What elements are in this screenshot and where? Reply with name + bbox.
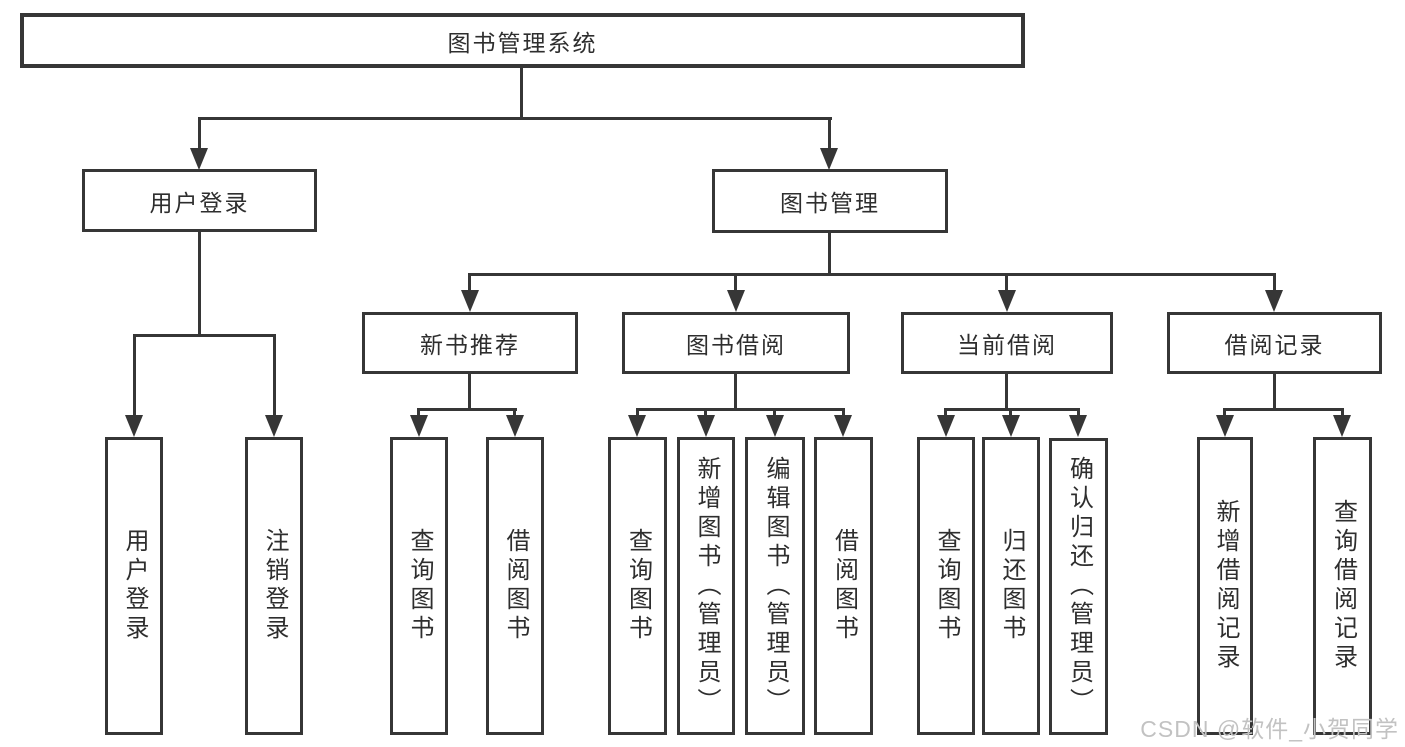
connector-line bbox=[198, 232, 201, 337]
connector-line bbox=[828, 233, 831, 276]
connector-line bbox=[944, 408, 1080, 411]
node-library-management-system: 图书管理系统 bbox=[20, 13, 1025, 68]
leaf-borrow-books-recommend: 借阅图书 bbox=[486, 437, 544, 735]
leaf-query-borrow-record: 查询借阅记录 bbox=[1313, 437, 1372, 735]
node-label: 新书推荐 bbox=[420, 332, 520, 358]
node-book-borrow: 图书借阅 bbox=[622, 312, 850, 374]
node-current-borrow: 当前借阅 bbox=[901, 312, 1113, 374]
connector-line bbox=[1341, 408, 1344, 416]
leaf-edit-books-admin: 编辑图书（管理员） bbox=[745, 437, 805, 735]
connector-line bbox=[1005, 374, 1008, 411]
arrow-down-icon bbox=[265, 415, 283, 437]
arrow-down-icon bbox=[998, 290, 1016, 312]
arrow-down-icon bbox=[1216, 415, 1234, 437]
connector-line bbox=[520, 68, 523, 119]
arrow-down-icon bbox=[410, 415, 428, 437]
leaf-add-books-admin: 新增图书（管理员） bbox=[677, 437, 735, 735]
connector-line bbox=[133, 334, 276, 337]
connector-line bbox=[1005, 273, 1008, 291]
leaf-label: 归还图书 bbox=[997, 528, 1025, 644]
arrow-down-icon bbox=[1002, 415, 1020, 437]
leaf-logout: 注销登录 bbox=[245, 437, 303, 735]
leaf-label: 确认归还（管理员） bbox=[1065, 456, 1093, 717]
connector-line bbox=[417, 408, 517, 411]
connector-line bbox=[1009, 408, 1012, 416]
node-label: 图书借阅 bbox=[686, 332, 786, 358]
leaf-label: 用户登录 bbox=[120, 528, 148, 644]
node-label: 图书管理 bbox=[780, 190, 880, 216]
connector-line bbox=[773, 408, 776, 416]
arrow-down-icon bbox=[834, 415, 852, 437]
connector-line bbox=[468, 273, 1276, 276]
connector-line bbox=[1223, 408, 1343, 411]
leaf-label: 借阅图书 bbox=[830, 528, 858, 644]
node-new-book-recommend: 新书推荐 bbox=[362, 312, 578, 374]
connector-line bbox=[1223, 408, 1226, 416]
connector-line bbox=[944, 408, 947, 416]
arrow-down-icon bbox=[506, 415, 524, 437]
arrow-down-icon bbox=[461, 290, 479, 312]
leaf-confirm-return-admin: 确认归还（管理员） bbox=[1049, 438, 1108, 735]
node-label: 用户登录 bbox=[149, 189, 250, 216]
connector-line bbox=[842, 408, 845, 416]
arrow-down-icon bbox=[727, 290, 745, 312]
connector-line bbox=[198, 117, 832, 120]
connector-line bbox=[734, 273, 737, 291]
arrow-down-icon bbox=[697, 415, 715, 437]
connector-line bbox=[468, 374, 471, 411]
node-user-login: 用户登录 bbox=[82, 169, 317, 232]
connector-line bbox=[1077, 408, 1080, 416]
leaf-label: 注销登录 bbox=[260, 528, 288, 644]
connector-line bbox=[704, 408, 707, 416]
leaf-label: 查询借阅记录 bbox=[1329, 499, 1357, 673]
connector-line bbox=[273, 334, 276, 416]
node-book-management: 图书管理 bbox=[712, 169, 948, 233]
leaf-label: 查询图书 bbox=[624, 528, 652, 644]
connector-line bbox=[1273, 273, 1276, 291]
connector-line bbox=[468, 273, 471, 291]
connector-line bbox=[417, 408, 420, 416]
arrow-down-icon bbox=[1069, 415, 1087, 437]
csdn-watermark: CSDN @软件_小贺同学 bbox=[1140, 716, 1399, 742]
connector-line bbox=[513, 408, 516, 416]
leaf-label: 借阅图书 bbox=[501, 528, 529, 644]
arrow-down-icon bbox=[766, 415, 784, 437]
leaf-add-borrow-record: 新增借阅记录 bbox=[1197, 437, 1253, 735]
leaf-label: 新增图书（管理员） bbox=[692, 455, 720, 717]
connector-line bbox=[133, 334, 136, 416]
leaf-return-books: 归还图书 bbox=[982, 437, 1040, 735]
node-label: 借阅记录 bbox=[1224, 332, 1325, 358]
arrow-down-icon bbox=[190, 148, 208, 170]
leaf-query-books-current: 查询图书 bbox=[917, 437, 975, 735]
connector-line bbox=[828, 117, 831, 149]
leaf-user-login: 用户登录 bbox=[105, 437, 163, 735]
arrow-down-icon bbox=[1333, 415, 1351, 437]
arrow-down-icon bbox=[820, 148, 838, 170]
leaf-label: 查询图书 bbox=[405, 528, 433, 644]
connector-line bbox=[1273, 374, 1276, 411]
arrow-down-icon bbox=[628, 415, 646, 437]
leaf-query-books-recommend: 查询图书 bbox=[390, 437, 448, 735]
connector-line bbox=[734, 374, 737, 411]
connector-line bbox=[636, 408, 639, 416]
leaf-label: 新增借阅记录 bbox=[1211, 499, 1239, 673]
arrow-down-icon bbox=[1265, 290, 1283, 312]
node-borrow-records: 借阅记录 bbox=[1167, 312, 1382, 374]
connector-line bbox=[198, 117, 201, 149]
leaf-label: 编辑图书（管理员） bbox=[761, 455, 789, 717]
connector-line bbox=[636, 408, 845, 411]
arrow-down-icon bbox=[125, 415, 143, 437]
leaf-label: 查询图书 bbox=[932, 528, 960, 644]
node-label: 当前借阅 bbox=[957, 332, 1057, 358]
arrow-down-icon bbox=[937, 415, 955, 437]
node-label: 图书管理系统 bbox=[447, 29, 598, 56]
leaf-query-books-borrow: 查询图书 bbox=[608, 437, 667, 735]
leaf-borrow-books: 借阅图书 bbox=[814, 437, 873, 735]
